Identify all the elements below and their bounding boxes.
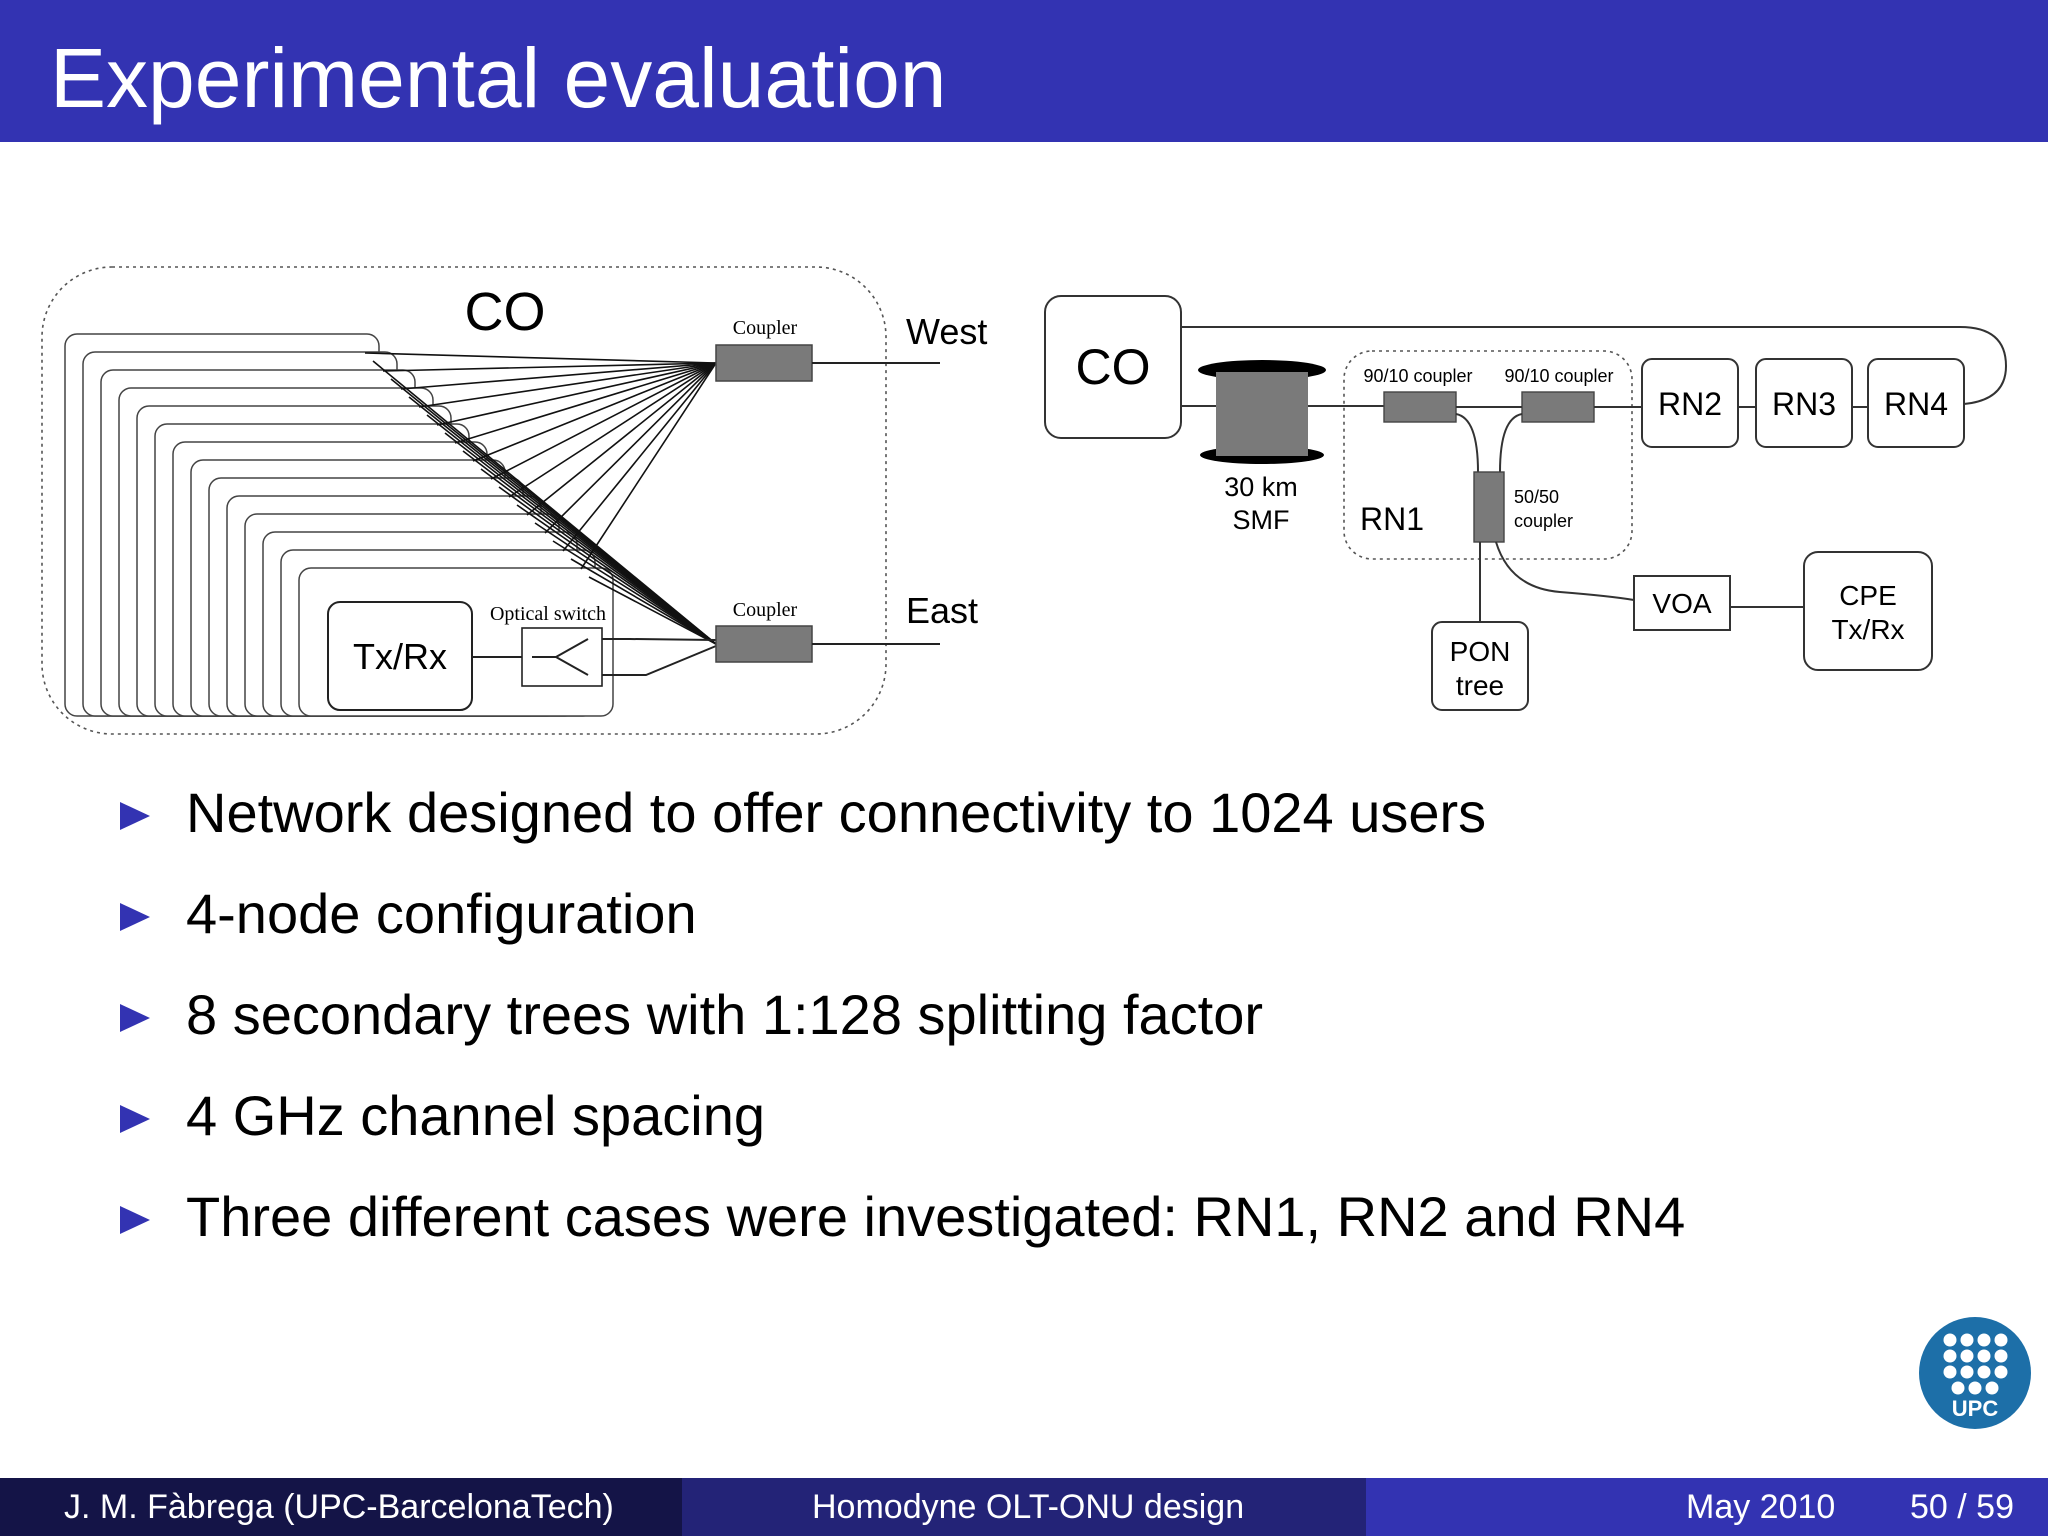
cpe-label-1: CPE xyxy=(1839,580,1897,611)
voa-box xyxy=(1633,575,1731,631)
bullet-text: Three different cases were investigated:… xyxy=(186,1185,1686,1248)
co-node-label: CO xyxy=(465,282,546,342)
co-enclosure xyxy=(41,266,887,735)
footer-page-number: 50 / 59 xyxy=(1910,1488,2014,1526)
coupler-a-drop xyxy=(1455,413,1479,473)
slide-title: Experimental evaluation xyxy=(50,31,947,125)
fiber-length-label: 30 km xyxy=(1224,472,1298,502)
fiber-line-west xyxy=(454,362,717,444)
rn4-box xyxy=(1867,358,1965,448)
fiber-line-west xyxy=(364,352,717,364)
rn1-label: RN1 xyxy=(1360,501,1424,537)
voa-label: VOA xyxy=(1652,588,1711,619)
fiber-line-west xyxy=(508,362,717,498)
bullet-arrow-icon xyxy=(120,1105,150,1133)
bullet-text: 8 secondary trees with 1:128 splitting f… xyxy=(186,983,1264,1046)
fiber-line-west xyxy=(490,362,717,480)
fiber-line-west xyxy=(382,362,717,372)
footer-author-cell: J. M. Fàbrega (UPC-BarcelonaTech) xyxy=(0,1478,682,1536)
logo-text: UPC xyxy=(1952,1396,1999,1421)
upc-logo-icon: UPC xyxy=(1919,1317,2031,1429)
bullet-arrow-icon xyxy=(120,1206,150,1234)
cpe-label-2: Tx/Rx xyxy=(1831,614,1904,645)
coupler-bottom-label: Coupler xyxy=(733,599,798,621)
fiber-line-east xyxy=(570,558,717,645)
fiber-line-west xyxy=(526,362,717,516)
pon-label-1: PON xyxy=(1450,636,1511,667)
footer-bar: J. M. Fàbrega (UPC-BarcelonaTech) Homody… xyxy=(0,1478,2048,1536)
rn2-box xyxy=(1641,358,1739,448)
rn2-label: RN2 xyxy=(1658,386,1722,422)
fiber-line-west xyxy=(472,362,717,462)
fiber-line-east xyxy=(552,540,717,645)
switch-label: Optical switch xyxy=(490,603,606,625)
coupler-b-box xyxy=(1521,391,1595,423)
rn4-label: RN4 xyxy=(1884,386,1948,422)
fiber-type-label: SMF xyxy=(1233,505,1290,535)
rn1-enclosure xyxy=(1343,350,1633,560)
coupler-top-west xyxy=(715,344,813,382)
coupler-b-drop xyxy=(1499,413,1523,473)
transceiver-label: Tx/Rx xyxy=(353,636,447,677)
title-bar: Experimental evaluation xyxy=(0,0,2048,142)
coupler-a-box xyxy=(1383,391,1457,423)
switch-upper-output xyxy=(602,638,717,641)
footer-date-cell: May 2010 50 / 59 xyxy=(1366,1478,2048,1536)
coupler-a-label: 90/10 coupler xyxy=(1363,366,1472,386)
coupler-c-box xyxy=(1473,471,1505,543)
fiber-line-west xyxy=(562,362,717,552)
right-co-box xyxy=(1044,295,1182,439)
fiber-line-west xyxy=(418,362,717,408)
east-label: East xyxy=(906,590,978,631)
cpe-box xyxy=(1803,551,1933,671)
fiber-line-east xyxy=(588,576,717,645)
bullet-text: Network designed to offer connectivity t… xyxy=(186,781,1487,844)
coupler-bottom-east xyxy=(715,625,813,663)
footer-talk-cell: Homodyne OLT-ONU design xyxy=(682,1478,1366,1536)
bullet-arrow-icon xyxy=(120,1004,150,1032)
west-label: West xyxy=(906,311,987,352)
rn3-label: RN3 xyxy=(1772,386,1836,422)
footer-author: J. M. Fàbrega (UPC-BarcelonaTech) xyxy=(64,1488,614,1526)
bullet-text: 4 GHz channel spacing xyxy=(186,1084,766,1147)
fiber-line-west xyxy=(544,362,717,534)
logo-dot-grid xyxy=(1943,1333,2008,1395)
bullet-arrow-icon xyxy=(120,802,150,830)
fiber-line-west xyxy=(400,362,717,390)
fiber-line-west xyxy=(580,362,717,570)
right-co-label: CO xyxy=(1076,339,1151,395)
coupler-c-label-2: coupler xyxy=(1514,511,1573,531)
fiber-line-east xyxy=(534,522,717,645)
fiber-line-west xyxy=(436,362,717,426)
footer-talk-title: Homodyne OLT-ONU design xyxy=(812,1488,1245,1526)
switch-lower-output xyxy=(602,645,717,676)
optical-switch-icon xyxy=(532,638,589,676)
coupler-top-label: Coupler xyxy=(733,317,798,339)
coupler-c-label-1: 50/50 xyxy=(1514,487,1559,507)
network-diagram: CO Tx/Rx Optical switch Coupler West Cou… xyxy=(41,266,2008,735)
coupler-b-label: 90/10 coupler xyxy=(1504,366,1613,386)
ring-network-diagram: CO 30 km SMF 90/10 coupler 90/10 coupler… xyxy=(1044,295,2008,711)
footer-date: May 2010 xyxy=(1686,1488,1836,1526)
pon-tree-box xyxy=(1431,621,1529,711)
coupler-c-to-voa-line xyxy=(1495,541,1635,601)
ring-return-path xyxy=(1181,326,2008,405)
rn3-box xyxy=(1755,358,1853,448)
bullet-arrow-icon xyxy=(120,903,150,931)
fiber-spool-icon xyxy=(1198,360,1326,464)
coupler-fan-lines xyxy=(364,352,717,645)
pon-label-2: tree xyxy=(1456,670,1504,701)
co-node-diagram: CO Tx/Rx Optical switch Coupler West Cou… xyxy=(41,266,987,735)
bullet-text: 4-node configuration xyxy=(186,882,697,945)
